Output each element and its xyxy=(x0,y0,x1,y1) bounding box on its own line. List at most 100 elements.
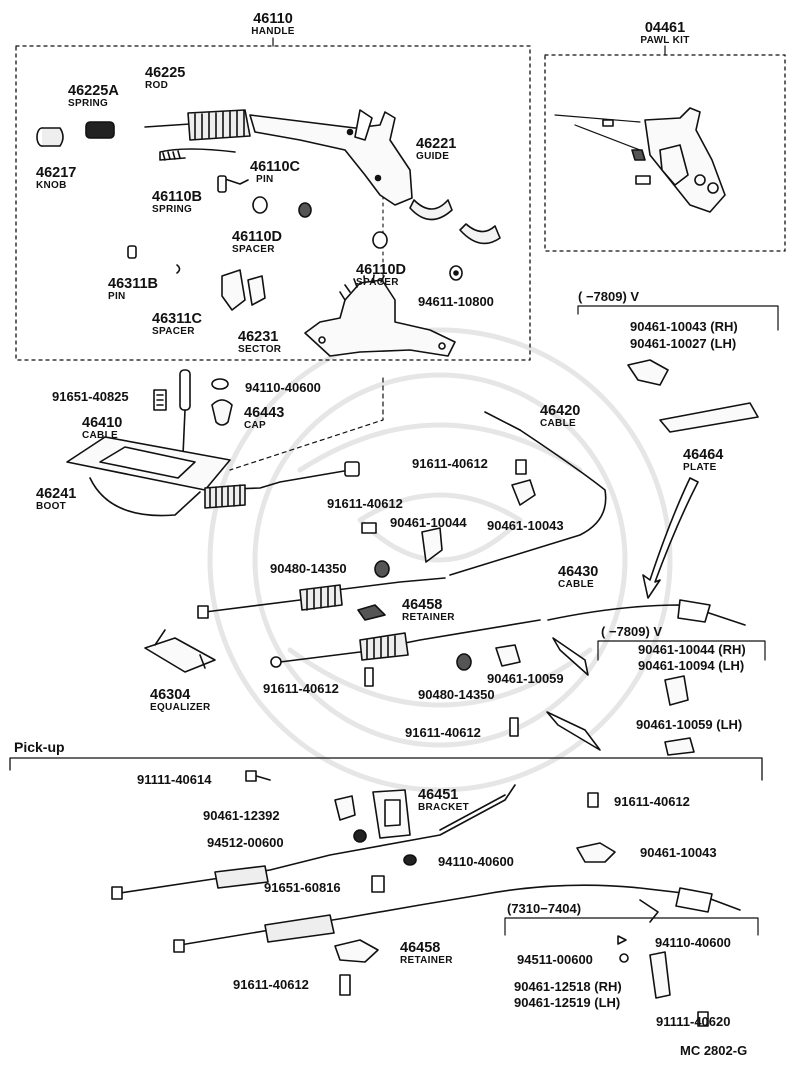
range-b-label: ( −7809) V xyxy=(601,625,662,638)
label-91651-40825: 91651-40825 xyxy=(52,390,129,403)
spring-46225A xyxy=(86,122,114,138)
label-46458-a: 46458RETAINER xyxy=(402,598,455,623)
part-name: BOOT xyxy=(36,502,76,512)
label-91111-40620: 91111-40620 xyxy=(656,1015,730,1028)
cable-46410-end xyxy=(180,370,190,455)
knob-part xyxy=(37,128,63,146)
pawl-kit-name: PAWL KIT xyxy=(640,36,689,46)
label-90461-10044-rh: 90461-10044 (RH) xyxy=(638,643,746,656)
label-91611-40612-c: 91611-40612 xyxy=(263,682,339,695)
label-91611-40612-a: 91611-40612 xyxy=(412,457,488,470)
part-number: 46304 xyxy=(150,688,210,703)
part-name: CABLE xyxy=(558,580,598,590)
label-46458-b: 46458RETAINER xyxy=(400,941,453,966)
label-46110D-a: 46110DSPACER xyxy=(232,230,282,255)
part-number: 46110B xyxy=(152,190,202,205)
part-number: 46451 xyxy=(418,788,469,803)
handle-group-number: 46110 xyxy=(251,12,294,27)
label-90461-10043-b: 90461-10043 xyxy=(640,846,717,859)
label-46225: 46225ROD xyxy=(145,66,185,91)
range-a-label: ( −7809) V xyxy=(578,290,639,303)
diagram-code: MC 2802-G xyxy=(680,1044,747,1057)
part-number: 46458 xyxy=(400,941,453,956)
label-90461-12518-rh: 90461-12518 (RH) xyxy=(514,980,622,993)
label-91611-40612-f: 91611-40612 xyxy=(233,978,309,991)
part-number: 46311B xyxy=(108,277,158,292)
label-46420: 46420CABLE xyxy=(540,404,580,429)
part-number: 46110C xyxy=(250,160,300,175)
part-number: 46221 xyxy=(416,137,456,152)
label-46464: 46464PLATE xyxy=(683,448,723,473)
part-number: 46443 xyxy=(244,406,284,421)
label-46231: 46231SECTOR xyxy=(238,330,281,355)
part-name: CABLE xyxy=(540,419,580,429)
part-number: 46464 xyxy=(683,448,723,463)
label-90480-14350-a: 90480-14350 xyxy=(270,562,347,575)
label-46225A: 46225ASPRING xyxy=(68,84,119,109)
label-46217: 46217KNOB xyxy=(36,166,76,191)
label-90461-10059: 90461-10059 xyxy=(487,672,564,685)
part-number: 46217 xyxy=(36,166,76,181)
part-name: RETAINER xyxy=(400,956,453,966)
part-number: 46225 xyxy=(145,66,185,81)
label-90461-10043-rh: 90461-10043 (RH) xyxy=(630,320,738,333)
part-name: CAP xyxy=(244,421,284,431)
part-name: SPACER xyxy=(356,278,406,288)
part-name: KNOB xyxy=(36,181,76,191)
part-name: PLATE xyxy=(683,463,723,473)
label-46221: 46221GUIDE xyxy=(416,137,456,162)
label-90461-12519-lh: 90461-12519 (LH) xyxy=(514,996,620,1009)
label-46304: 46304EQUALIZER xyxy=(150,688,210,713)
pawl-kit-label: 04461 PAWL KIT xyxy=(640,21,689,46)
guide-46221 xyxy=(410,200,500,243)
part-name: SPRING xyxy=(152,205,202,215)
part-name: PIN xyxy=(250,175,300,185)
part-number: 46231 xyxy=(238,330,281,345)
clamps-right xyxy=(628,360,758,432)
label-46311B: 46311BPIN xyxy=(108,277,158,302)
pawl-kit-assembly xyxy=(555,108,725,212)
label-46430: 46430CABLE xyxy=(558,565,598,590)
part-name: EQUALIZER xyxy=(150,703,210,713)
bolt-91651-40825 xyxy=(154,390,166,410)
part-number: 46241 xyxy=(36,487,76,502)
rod-spring xyxy=(188,110,250,140)
label-91611-40612-d: 91611-40612 xyxy=(405,726,481,739)
range-c-bracket xyxy=(505,918,758,935)
label-90461-10044: 90461-10044 xyxy=(390,516,467,529)
part-name: PIN xyxy=(108,292,158,302)
label-46311C: 46311CSPACER xyxy=(152,312,202,337)
label-46443: 46443CAP xyxy=(244,406,284,431)
label-46410: 46410CABLE xyxy=(82,416,122,441)
label-94511-00600: 94511-00600 xyxy=(517,953,593,966)
label-94110-40600-c: 94110-40600 xyxy=(655,936,731,949)
label-46241: 46241BOOT xyxy=(36,487,76,512)
pickup-bracket-line xyxy=(10,758,762,780)
part-name: CABLE xyxy=(82,431,122,441)
pin-46311B xyxy=(128,246,180,273)
label-90461-10043-a: 90461-10043 xyxy=(487,519,564,532)
label-90461-10094-lh: 90461-10094 (LH) xyxy=(638,659,744,672)
range-c-label: (7310−7404) xyxy=(507,902,581,915)
part-number: 46410 xyxy=(82,416,122,431)
part-number: 46458 xyxy=(402,598,455,613)
label-94110-40600-a: 94110-40600 xyxy=(245,381,321,394)
label-90461-10059-lh: 90461-10059 (LH) xyxy=(636,718,742,731)
rod-shaft xyxy=(145,124,190,127)
handle-group-label: 46110 HANDLE xyxy=(251,12,294,37)
spring-46110B xyxy=(160,149,235,160)
part-name: SPRING xyxy=(68,99,119,109)
part-number: 46430 xyxy=(558,565,598,580)
part-number: 46110D xyxy=(232,230,282,245)
label-91611-40612-b: 91611-40612 xyxy=(327,497,403,510)
equalizer-46304 xyxy=(145,630,215,672)
label-94512-00600: 94512-00600 xyxy=(207,836,284,849)
background-emblem xyxy=(210,330,670,790)
label-91111-40614: 91111-40614 xyxy=(137,773,211,786)
part-name: SECTOR xyxy=(238,345,281,355)
label-46110B: 46110BSPRING xyxy=(152,190,202,215)
label-46110D-b: 46110DSPACER xyxy=(356,263,406,288)
label-90480-14350-b: 90480-14350 xyxy=(418,688,495,701)
label-90461-10027-lh: 90461-10027 (LH) xyxy=(630,337,736,350)
